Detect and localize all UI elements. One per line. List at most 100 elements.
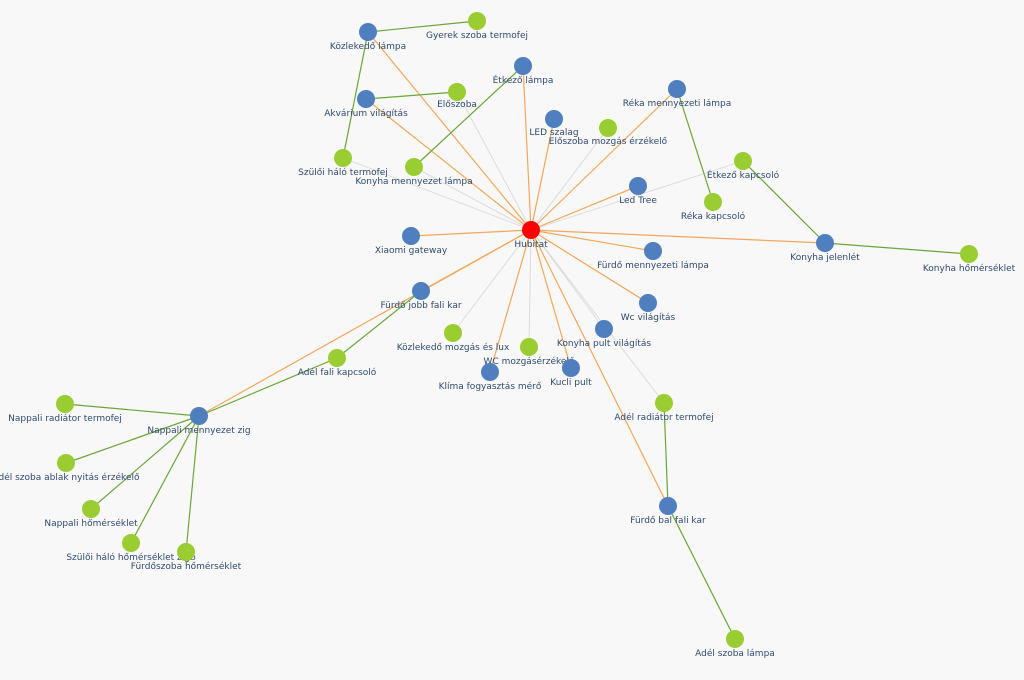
node-circle[interactable] [726,630,744,648]
node-circle[interactable] [402,227,420,245]
node-circle[interactable] [468,12,486,30]
node-label: Szülői háló hőmérséklet zigb [66,552,196,563]
link-hubitat-led-szalag [530,118,555,231]
node-circle[interactable] [545,110,563,128]
node-konyha-mennyezet-lampa[interactable]: Konyha mennyezet lámpa [355,158,473,187]
node-circle[interactable] [734,152,752,170]
node-furdo-bal-fali-kar[interactable]: Fürdő bal fali kar [630,497,706,526]
node-furdo-mennyezeti-lampa[interactable]: Fürdő mennyezeti lámpa [597,242,709,271]
link-kozlekedo-lampa-szuloi-halo-termofej [342,31,369,159]
node-circle[interactable] [520,338,538,356]
node-label: Akvárium világítás [324,109,408,119]
node-label: Nappali mennyezet zig [147,426,250,436]
node-gyerek-szoba-termofej[interactable]: Gyerek szoba termofej [426,12,528,41]
link-nappali-mennyezet-zig-adel-szoba-ablak [65,415,200,464]
link-hubitat-etkezo-lampa [522,65,532,231]
node-hubitat[interactable]: Hubitat [514,221,548,250]
node-label: Hubitat [514,240,548,250]
node-circle[interactable] [562,359,580,377]
node-adel-szoba-lampa[interactable]: Adél szoba lámpa [695,630,775,659]
node-circle[interactable] [405,158,423,176]
link-hubitat-akvarium-vilagitas [365,98,532,231]
node-label: Közlekedő mozgás és lux [397,342,510,353]
link-hubitat-eloszoba-mozgas [530,127,609,231]
node-etkezo-kapcsolo[interactable]: Étkező kapcsoló [707,152,780,181]
node-circle[interactable] [704,193,722,211]
node-adel-fali-kapcsolo[interactable]: Adél fali kapcsoló [298,349,377,378]
node-kozlekedo-mozgas-lux[interactable]: Közlekedő mozgás és lux [397,324,510,353]
node-circle[interactable] [448,83,466,101]
node-circle[interactable] [816,234,834,252]
node-wc-vilagitas[interactable]: Wc világítás [621,294,676,323]
node-circle[interactable] [177,543,195,561]
node-klima-fogyasztas-mero[interactable]: Klíma fogyasztás mérő [439,363,542,392]
node-circle[interactable] [56,395,74,413]
node-circle[interactable] [629,177,647,195]
node-label: LED szalag [529,128,578,138]
node-label: Konyha hőmérséklet [923,263,1016,274]
node-nappali-homerseklet[interactable]: Nappali hőmérséklet [44,500,138,529]
link-hubitat-konyha-jelenlet [530,229,826,244]
node-circle[interactable] [659,497,677,515]
node-akvarium-vilagitas[interactable]: Akvárium világítás [324,90,408,119]
node-circle[interactable] [599,119,617,137]
node-reka-mennyezeti-lampa[interactable]: Réka mennyezeti lámpa [623,80,732,109]
node-circle[interactable] [412,282,430,300]
link-hubitat-led-tree [530,185,639,231]
node-kucli-pult[interactable]: Kucli pult [550,359,592,388]
node-konyha-homerseklet[interactable]: Konyha hőmérséklet [923,245,1016,274]
node-circle[interactable] [481,363,499,381]
node-circle[interactable] [82,500,100,518]
node-circle[interactable] [359,23,377,41]
node-circle[interactable] [668,80,686,98]
node-xiaomi-gateway[interactable]: Xiaomi gateway [375,227,448,256]
node-circle[interactable] [639,294,657,312]
node-konyha-jelenlet[interactable]: Konyha jelenlét [790,234,860,263]
node-szuloi-halo-termofej[interactable]: Szülői háló termofej [298,149,388,178]
node-nappali-mennyezet-zig[interactable]: Nappali mennyezet zig [147,407,251,436]
node-reka-kapcsolo[interactable]: Réka kapcsoló [681,193,746,222]
node-etkezo-lampa[interactable]: Étkező lámpa [493,57,554,86]
node-circle[interactable] [595,320,613,338]
node-adel-radiator-termofej[interactable]: Adél radiátor termofej [614,394,714,423]
node-label: Konyha mennyezet lámpa [355,177,472,187]
node-label: WC mozgásérzékelő [484,356,575,367]
node-label: Fürdőszoba hőmérséklet [131,561,242,572]
node-eloszoba[interactable]: Előszoba [437,83,477,110]
node-szuloi-halo-homerseklet[interactable]: Szülői háló hőmérséklet zigb [66,534,196,563]
node-furdo-jobb-fali-kar[interactable]: Fürdő jobb fali kar [380,282,462,311]
node-circle[interactable] [960,245,978,263]
node-adel-szoba-ablak[interactable]: Adél szoba ablak nyitás érzékelő [0,454,140,483]
node-label: Fürdő mennyezeti lámpa [597,261,709,271]
link-nappali-mennyezet-zig-adel-fali-kapcsolo [198,357,338,417]
node-circle[interactable] [190,407,208,425]
link-hubitat-adel-radiator-termofej [530,229,665,404]
link-reka-mennyezeti-lampa-reka-kapcsolo [676,88,714,203]
node-circle[interactable] [328,349,346,367]
node-nappali-radiator-termofej[interactable]: Nappali radiátor termofej [8,395,122,424]
node-circle[interactable] [514,57,532,75]
node-circle[interactable] [444,324,462,342]
node-circle[interactable] [122,534,140,552]
node-label: Adél szoba lámpa [695,648,775,659]
node-furdoszoba-homerseklet[interactable]: Fürdőszoba hőmérséklet [131,543,242,572]
node-circle[interactable] [357,90,375,108]
node-wc-mozgaserzekelo[interactable]: WC mozgásérzékelő [484,338,575,367]
node-circle[interactable] [57,454,75,472]
node-label: Konyha jelenlét [790,252,860,263]
node-label: Klíma fogyasztás mérő [439,381,542,392]
node-led-szalag[interactable]: LED szalag [529,110,579,138]
node-konyha-pult-vilagitas[interactable]: Konyha pult világítás [557,320,651,349]
link-hubitat-etkezo-kapcsolo [530,160,744,231]
node-circle[interactable] [522,221,540,239]
nodes-layer: Hubitat Közlekedő lámpa Gyerek szoba termo… [0,12,1016,659]
node-circle[interactable] [334,149,352,167]
node-label: Étkező lámpa [493,74,554,86]
node-circle[interactable] [655,394,673,412]
node-kozlekedo-lampa[interactable]: Közlekedő lámpa [330,23,406,52]
node-led-tree[interactable]: Led Tree [619,177,657,206]
node-circle[interactable] [644,242,662,260]
link-nappali-mennyezet-zig-nappali-radiator-termofej [64,403,200,417]
node-eloszoba-mozgas[interactable]: Előszoba mozgás érzékelő [549,119,668,147]
